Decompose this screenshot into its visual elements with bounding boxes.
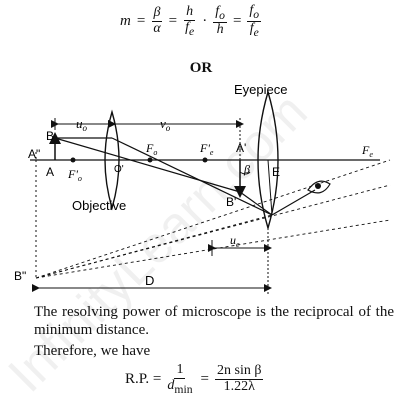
eye-icon <box>307 180 331 194</box>
label-a-double-prime: A" <box>28 147 40 161</box>
focal-point-fe-prime <box>202 157 208 163</box>
fraction-1-dmin: 1 dmin <box>167 362 193 396</box>
fraction-2nsinb: 2n sin β 1.22λ <box>215 363 264 394</box>
fraction-beta-alpha: β α <box>151 5 163 37</box>
resolving-power-paragraph: The resolving power of microscope is the… <box>34 304 394 338</box>
resolving-power-equation: R.P. = 1 dmin = 2n sin β 1.22λ <box>125 362 264 396</box>
eq-equals: = <box>136 13 146 30</box>
emergent-ray <box>271 189 316 216</box>
label-e: E <box>272 165 280 179</box>
eq-lhs: m <box>120 13 131 30</box>
ray-through-center <box>54 137 241 193</box>
label-vo: vo <box>160 116 171 133</box>
eq-dot: · <box>202 13 208 30</box>
therefore-paragraph: Therefore, we have <box>34 343 151 359</box>
focal-point-fo <box>147 157 153 163</box>
focal-point-fo-prime <box>70 157 76 163</box>
label-b-prime: B' <box>226 195 236 209</box>
label-o-prime: O' <box>114 164 124 175</box>
label-uo: uo <box>76 116 88 133</box>
label-b: B <box>46 129 54 143</box>
label-beta: β <box>243 162 250 176</box>
magnification-equation: m = β α = h fe · fo h = fo fe <box>120 3 262 39</box>
label-fe-prime: F'e <box>199 141 214 157</box>
label-b-double-prime: B" <box>14 269 26 283</box>
rp-lhs: R.P. = <box>125 370 162 387</box>
label-objective: Objective <box>72 198 126 213</box>
virtual-ray-3 <box>35 214 273 279</box>
compound-microscope-ray-diagram: Eyepiece Objective uo vo B A A" F'o O' F… <box>14 82 391 294</box>
label-fe: Fe <box>361 143 373 159</box>
virtual-ray-2 <box>35 219 391 279</box>
label-a-prime: A' <box>236 141 246 155</box>
label-eyepiece: Eyepiece <box>234 82 287 97</box>
label-fo: Fo <box>145 141 157 157</box>
label-d: D <box>145 273 154 288</box>
fraction-h-fe: h fe <box>184 4 196 38</box>
fraction-fo-fe: fo fe <box>247 3 262 39</box>
eq-equals-3: = <box>232 13 242 30</box>
label-fo-prime: F'o <box>67 167 82 183</box>
eq-equals-2: = <box>168 13 178 30</box>
ray-through-focus <box>111 137 273 216</box>
virtual-ray-1 <box>35 159 391 279</box>
or-label: OR <box>189 60 213 76</box>
label-a: A <box>46 165 54 179</box>
rp-equals: = <box>200 370 210 387</box>
fraction-fo-h: fo h <box>213 4 227 38</box>
label-ue: ue <box>230 233 240 249</box>
